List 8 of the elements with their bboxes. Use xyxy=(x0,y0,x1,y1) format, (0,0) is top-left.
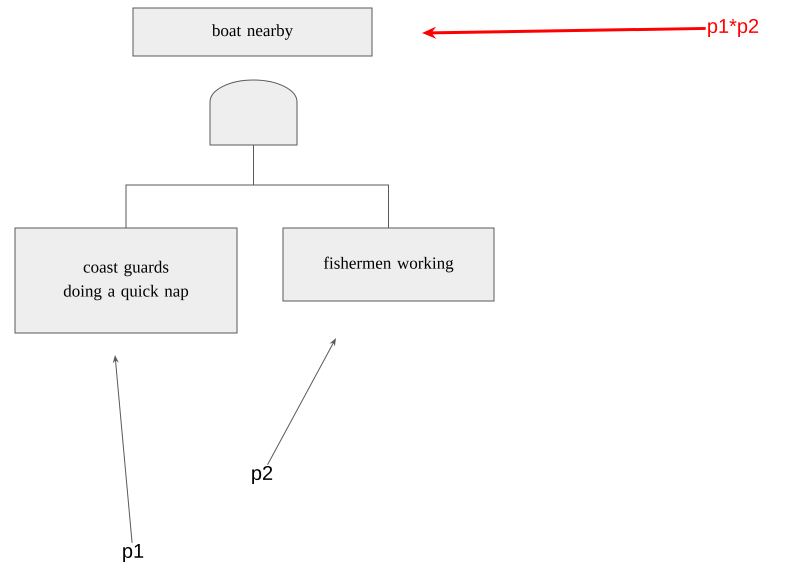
probability-label: p1 xyxy=(123,544,144,562)
event-box: boat nearby xyxy=(132,8,372,56)
and-gate xyxy=(210,80,298,146)
event-box: coast guards doing a quick nap xyxy=(14,228,238,334)
connector-line xyxy=(253,144,389,228)
probability-label: p1*p2 xyxy=(708,18,758,38)
event-box: fishermen working xyxy=(282,228,494,302)
probability-label: p2 xyxy=(252,466,272,484)
